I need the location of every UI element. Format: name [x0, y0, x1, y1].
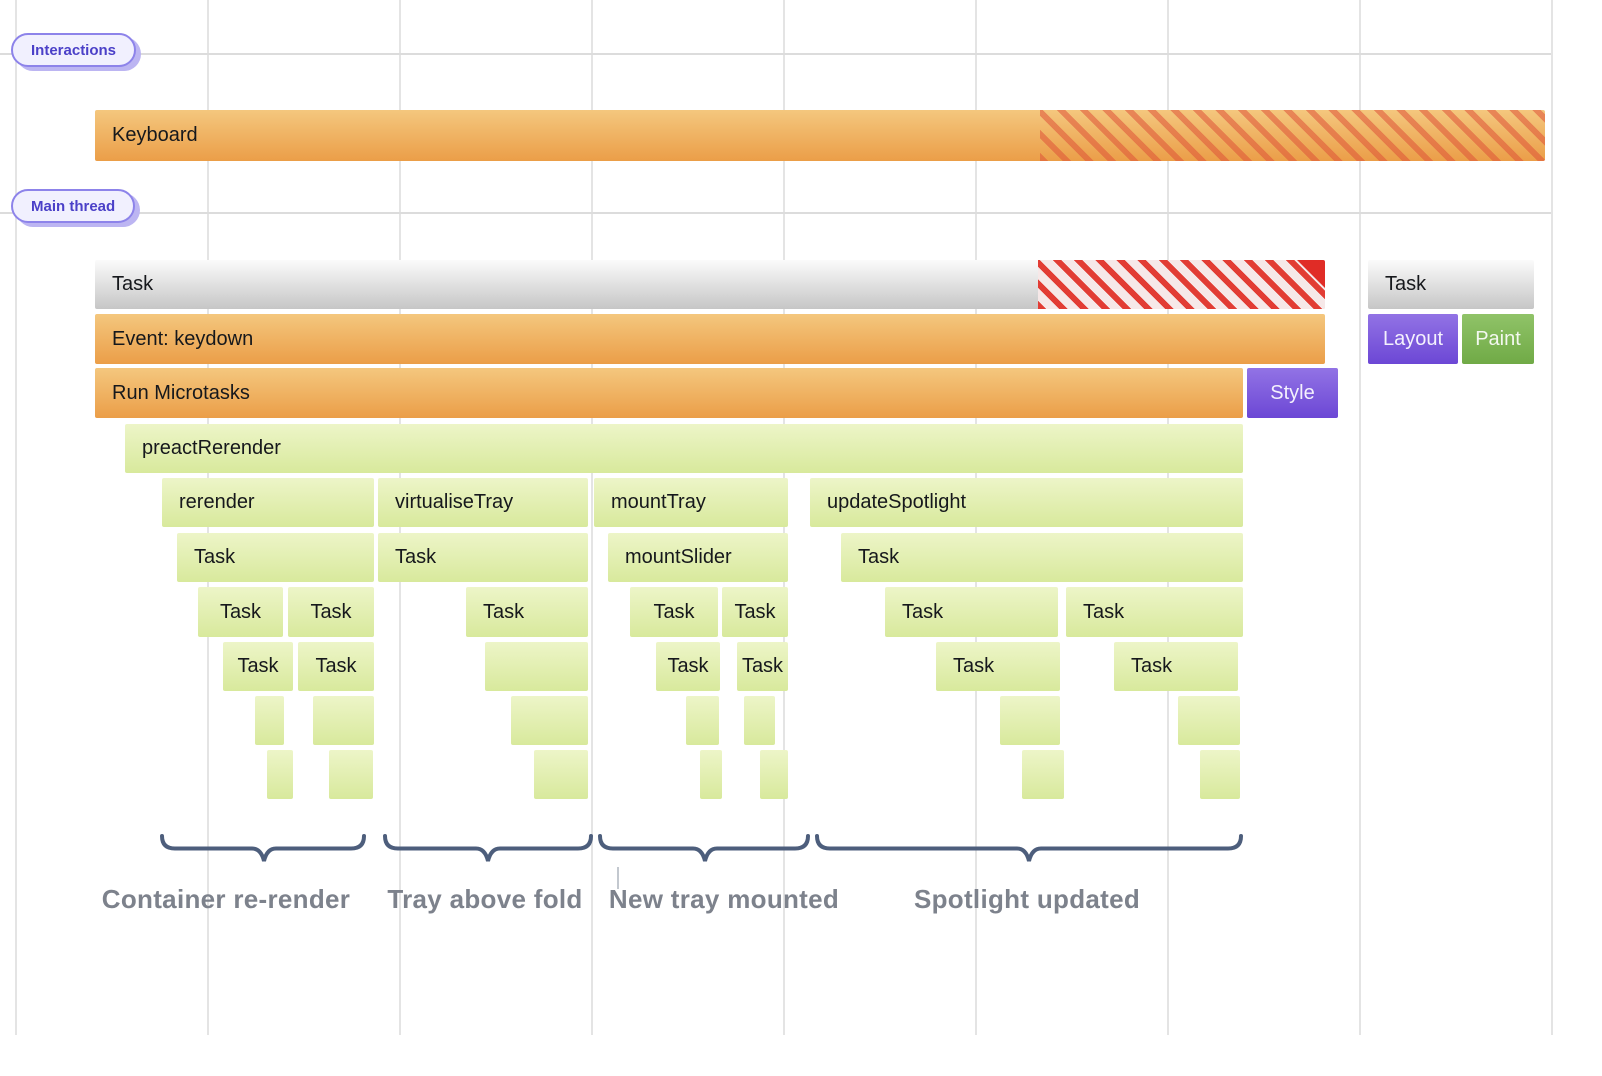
bar-task[interactable]: Task — [1114, 642, 1238, 691]
bar-label: Task — [1083, 600, 1125, 623]
bar-label: Task — [741, 655, 784, 677]
bar-task[interactable]: Task — [198, 587, 283, 637]
bar-label: Task — [219, 600, 262, 623]
interactions-track-pill[interactable]: Interactions — [11, 33, 137, 67]
annotation-separator-tick — [617, 867, 619, 889]
bar-anon[interactable] — [255, 696, 284, 745]
annotation-label-tray-above-fold: Tray above fold — [387, 884, 583, 914]
bar-label: Task — [902, 600, 944, 623]
bar-anon[interactable] — [1000, 696, 1060, 745]
bar-task[interactable]: Task — [722, 587, 788, 637]
bar-label: Task — [858, 546, 900, 568]
long-task-corner-icon — [1297, 260, 1325, 288]
bar-label: Task — [483, 600, 525, 623]
bar-mounttray[interactable]: mountTray — [594, 478, 788, 527]
bar-anon[interactable] — [760, 750, 788, 799]
bar-anon[interactable] — [313, 696, 374, 745]
bar-task[interactable]: Task — [656, 642, 720, 691]
bar-task[interactable]: Task — [936, 642, 1060, 691]
brace-container-re-render — [160, 834, 366, 862]
main-thread-track-label: Main thread — [31, 197, 116, 215]
bar-anon[interactable] — [329, 750, 373, 799]
red-hatch-overlay — [1038, 260, 1325, 309]
bar-label: mountSlider — [625, 546, 732, 568]
gridline-vertical — [15, 0, 17, 1035]
bar-task[interactable]: Task — [223, 642, 293, 691]
bar-task[interactable]: Task — [288, 587, 374, 637]
annotation-label-new-tray-mounted: New tray mounted — [608, 884, 840, 914]
bar-layout[interactable]: Layout — [1368, 314, 1458, 364]
bar-rerender[interactable]: rerender — [162, 478, 374, 527]
bar-label: Style — [1270, 381, 1315, 404]
track-divider-line — [0, 53, 1551, 55]
bar-label: Layout — [1382, 327, 1444, 350]
bar-label: Task — [653, 600, 695, 623]
bar-anon[interactable] — [485, 642, 588, 691]
bar-updatespotlight[interactable]: updateSpotlight — [810, 478, 1243, 527]
bar-label: Task — [194, 546, 236, 568]
brace-tray-above-fold — [383, 834, 593, 862]
bar-label: Task — [953, 655, 995, 677]
bar-label: Event: keydown — [112, 327, 254, 350]
bar-anon[interactable] — [1178, 696, 1240, 745]
bar-anon[interactable] — [700, 750, 722, 799]
bar-task[interactable]: Task — [630, 587, 718, 637]
bar-anon[interactable] — [1200, 750, 1240, 799]
bar-label: rerender — [179, 491, 255, 513]
orange-hatch-overlay — [1040, 110, 1545, 161]
bar-task[interactable]: Task — [1368, 260, 1534, 309]
bar-task[interactable]: Task — [298, 642, 374, 691]
bar-paint[interactable]: Paint — [1462, 314, 1534, 364]
brace-spotlight-updated — [815, 834, 1243, 862]
bar-anon[interactable] — [267, 750, 293, 799]
bar-label: Run Microtasks — [112, 381, 250, 404]
bar-label: virtualiseTray — [395, 491, 514, 513]
bar-label: Paint — [1475, 327, 1521, 350]
track-divider-line — [0, 212, 1551, 214]
bar-task[interactable]: Task — [841, 533, 1243, 582]
bar-task[interactable]: Task — [378, 533, 588, 582]
bar-anon[interactable] — [686, 696, 719, 745]
bar-label: Task — [112, 273, 154, 295]
bar-run-microtasks[interactable]: Run Microtasks — [95, 368, 1243, 418]
bar-task[interactable]: Task — [466, 587, 588, 637]
bar-anon[interactable] — [534, 750, 588, 799]
bar-label: Keyboard — [112, 124, 198, 146]
bar-task[interactable]: Task — [885, 587, 1058, 637]
bar-virtualisetray[interactable]: virtualiseTray — [378, 478, 588, 527]
bar-keyboard[interactable]: Keyboard — [95, 110, 1545, 161]
bar-label: Task — [734, 600, 776, 623]
bar-style[interactable]: Style — [1247, 368, 1338, 418]
bar-label: Task — [667, 655, 709, 677]
bar-label: preactRerender — [142, 437, 281, 459]
bar-label: Task — [1385, 273, 1427, 295]
bar-anon[interactable] — [511, 696, 588, 745]
bar-label: Task — [237, 655, 279, 677]
bar-label: updateSpotlight — [827, 491, 967, 513]
bar-anon[interactable] — [744, 696, 775, 745]
bar-label: Task — [395, 546, 437, 568]
annotation-label-spotlight-updated: Spotlight updated — [913, 884, 1141, 914]
bar-anon[interactable] — [1022, 750, 1064, 799]
bar-task[interactable]: Task — [737, 642, 788, 691]
interactions-track-label: Interactions — [31, 41, 117, 59]
gridline-vertical — [1359, 0, 1361, 1035]
brace-new-tray-mounted — [598, 834, 810, 862]
bar-task[interactable]: Task — [95, 260, 1325, 309]
bar-label: mountTray — [611, 491, 706, 513]
bar-label: Task — [1131, 655, 1173, 677]
bar-task[interactable]: Task — [177, 533, 374, 582]
gridline-vertical — [1551, 0, 1553, 1035]
bar-task[interactable]: Task — [1066, 587, 1243, 637]
bar-mountslider[interactable]: mountSlider — [608, 533, 788, 582]
gridline-vertical — [591, 0, 593, 1035]
main-thread-track-pill[interactable]: Main thread — [11, 189, 136, 223]
bar-label: Task — [315, 655, 357, 677]
bar-preactrerender[interactable]: preactRerender — [125, 424, 1243, 473]
annotation-label-container-re-render: Container re-render — [101, 884, 351, 914]
bar-event-keydown[interactable]: Event: keydown — [95, 314, 1325, 364]
bar-label: Task — [310, 600, 352, 623]
